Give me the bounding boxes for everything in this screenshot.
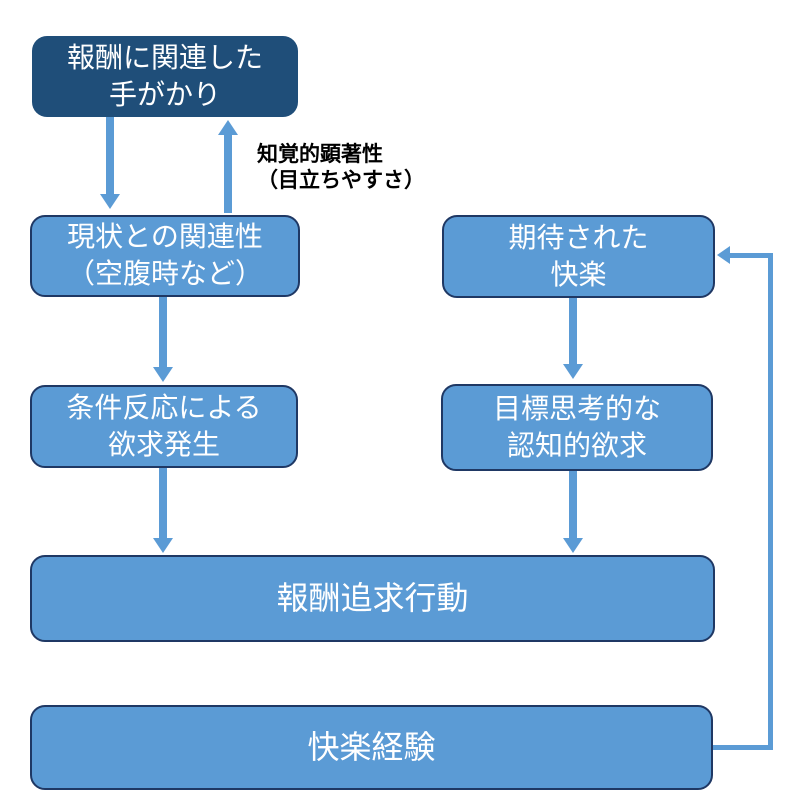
arrow-head-down-icon xyxy=(563,538,583,553)
box-pleasure-experience-label: 快楽経験 xyxy=(307,729,436,766)
arrow-head-down-icon xyxy=(153,367,173,382)
box-conditioned-response-desire-line1: 条件反応による xyxy=(66,391,262,423)
arrow-head-down-icon xyxy=(100,194,120,209)
annotation-perceptual-salience-line2: （目立ちやすさ） xyxy=(257,169,425,193)
box-expected-pleasure: 期待された 快楽 xyxy=(442,215,715,298)
box-reward-seeking-behavior: 報酬追求行動 xyxy=(30,555,715,642)
feedback-line-bottom xyxy=(713,745,773,750)
box-conditioned-response-desire-line2: 欲求発生 xyxy=(107,428,220,460)
arrow-shaft xyxy=(224,135,232,213)
box-expected-pleasure-line1: 期待された xyxy=(508,221,649,253)
box-goal-directed-cognitive-desire-line1: 目標思考的な xyxy=(492,392,661,424)
box-goal-directed-cognitive-desire-line2: 認知的欲求 xyxy=(506,429,647,461)
annotation-perceptual-salience: 知覚的顕著性 （目立ちやすさ） xyxy=(257,142,425,195)
arrow-shaft xyxy=(159,468,167,538)
box-expected-pleasure-line2: 快楽 xyxy=(550,258,607,290)
annotation-perceptual-salience-line1: 知覚的顕著性 xyxy=(257,143,383,166)
box-current-state-relevance-line2: （空腹時など） xyxy=(66,258,263,289)
arrow-head-down-icon xyxy=(153,538,173,553)
arrow-head-down-icon xyxy=(563,364,583,379)
arrow-shaft xyxy=(106,117,114,194)
box-conditioned-response-desire: 条件反応による 欲求発生 xyxy=(30,385,298,468)
box-current-state-relevance: 現状との関連性 （空腹時など） xyxy=(30,215,300,297)
arrow-head-up-icon xyxy=(218,120,238,135)
box-goal-directed-cognitive-desire: 目標思考的な 認知的欲求 xyxy=(441,384,713,471)
arrow-head-left-icon xyxy=(717,246,730,264)
box-reward-related-cue-line2: 手がかり xyxy=(108,78,221,110)
box-reward-related-cue: 報酬に関連した 手がかり xyxy=(32,36,298,117)
feedback-line-vertical xyxy=(768,253,773,750)
arrow-shaft xyxy=(159,297,167,367)
box-reward-seeking-behavior-label: 報酬追求行動 xyxy=(276,580,469,617)
feedback-line-top xyxy=(730,253,770,258)
box-pleasure-experience: 快楽経験 xyxy=(30,705,713,790)
arrow-shaft xyxy=(569,298,577,364)
box-reward-related-cue-line1: 報酬に関連した xyxy=(66,41,263,73)
arrow-shaft xyxy=(569,471,577,538)
box-current-state-relevance-line1: 現状との関連性 xyxy=(67,221,263,253)
